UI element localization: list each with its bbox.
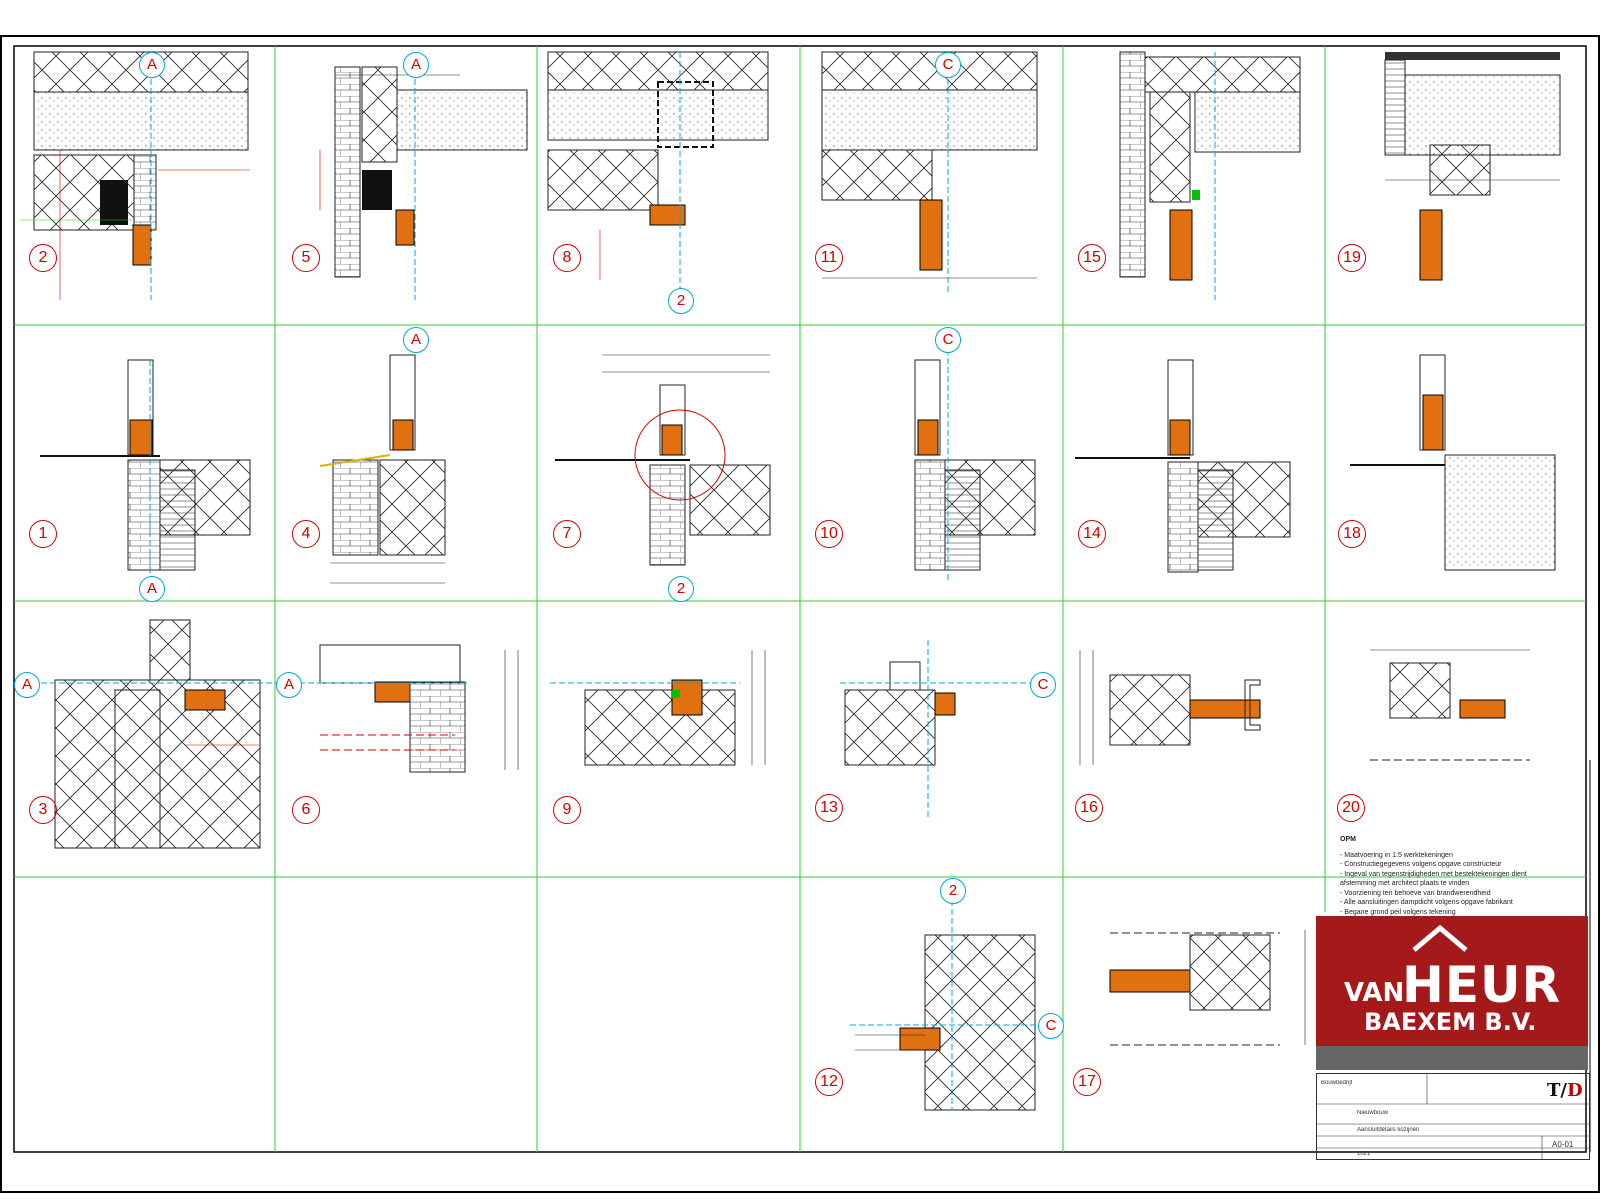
- architect-logo-t: T/: [1547, 1080, 1567, 1101]
- detail-number-15: 15: [1078, 244, 1106, 272]
- detail-number-1: 1: [29, 520, 57, 548]
- title-block: Bouwbedrijf Nieuwbouw Aansluitdetails ko…: [1316, 1073, 1590, 1160]
- axis-label-c: C: [1030, 672, 1056, 698]
- notes-heading: OPM: [1340, 836, 1356, 843]
- axis-label-2: 2: [940, 878, 966, 904]
- detail-number-11: 11: [815, 244, 843, 272]
- note-line: - Voorziening ten behoeve van brandweren…: [1340, 889, 1491, 897]
- detail-number-18: 18: [1338, 520, 1366, 548]
- title-sheet-number: A0-01: [1552, 1140, 1574, 1149]
- axis-label-a: A: [139, 576, 165, 602]
- axis-label-a: A: [276, 672, 302, 698]
- note-line: - Maatvoering in 1:5 werktekeningen: [1340, 851, 1453, 859]
- architect-logo-d: D: [1566, 1080, 1583, 1101]
- axis-label-a: A: [403, 52, 429, 78]
- detail-number-13: 13: [815, 794, 843, 822]
- axis-label-a: A: [403, 327, 429, 353]
- detail-number-5: 5: [292, 244, 320, 272]
- detail-number-3: 3: [29, 796, 57, 824]
- detail-number-17: 17: [1073, 1068, 1101, 1096]
- axis-label-c: C: [935, 327, 961, 353]
- detail-6-drawing: [290, 644, 519, 773]
- general-notes: OPM - Maatvoering in 1:5 werktekeningen …: [1340, 835, 1600, 917]
- title-block-grid: [1317, 1074, 1589, 1159]
- detail-10-drawing: [914, 340, 1036, 580]
- detail-number-10: 10: [815, 520, 843, 548]
- detail-number-4: 4: [292, 520, 320, 548]
- detail-4-drawing: [319, 354, 446, 584]
- detail-19-drawing: [1384, 52, 1561, 281]
- title-company: Bouwbedrijf: [1321, 1080, 1353, 1086]
- detail-11-drawing: [821, 51, 1038, 295]
- axis-label-a: A: [139, 52, 165, 78]
- note-line: - Begane grond peil volgens tekening: [1340, 908, 1456, 916]
- detail-number-19: 19: [1338, 244, 1366, 272]
- company-logo: VAN HEUR BAEXEM B.V.: [1316, 916, 1588, 1046]
- detail-13-drawing: [840, 640, 1035, 820]
- axis-label-2: 2: [668, 576, 694, 602]
- detail-5-drawing: [319, 52, 528, 300]
- logo-bar: [1316, 1046, 1588, 1070]
- detail-7-drawing: [555, 354, 771, 566]
- detail-12-drawing: [850, 900, 1050, 1111]
- detail-8-drawing: [547, 51, 769, 295]
- detail-number-7: 7: [553, 520, 581, 548]
- axis-label-2: 2: [668, 288, 694, 314]
- detail-number-2: 2: [29, 244, 57, 272]
- detail-number-12: 12: [815, 1068, 843, 1096]
- detail-number-20: 20: [1337, 794, 1365, 822]
- detail-number-9: 9: [553, 796, 581, 824]
- detail-3-drawing: [14, 619, 290, 849]
- note-line: - Ingeval van tegenstrijdigheden met bes…: [1340, 870, 1527, 878]
- detail-14-drawing: [1075, 359, 1291, 573]
- title-project: Nieuwbouw: [1357, 1110, 1389, 1116]
- detail-number-14: 14: [1078, 520, 1106, 548]
- detail-grid: [14, 46, 1586, 1152]
- detail-number-8: 8: [553, 244, 581, 272]
- note-line: afstemming met architect plaats te vinde…: [1340, 880, 1470, 887]
- detail-18-drawing: [1350, 354, 1556, 571]
- detail-20-drawing: [1370, 649, 1530, 761]
- detail-16-drawing: [1079, 650, 1261, 765]
- title-subject: Aansluitdetails kozijnen: [1357, 1127, 1420, 1133]
- sheet-border: [0, 35, 1600, 1193]
- logo-van: VAN: [1344, 978, 1405, 1008]
- axis-label-c: C: [935, 52, 961, 78]
- detail-9-drawing: [550, 650, 766, 766]
- logo-heur: HEUR: [1402, 956, 1562, 1014]
- detail-15-drawing: [1119, 51, 1301, 300]
- axis-label-c: C: [1038, 1013, 1064, 1039]
- detail-number-16: 16: [1075, 794, 1103, 822]
- logo-baexem: BAEXEM B.V.: [1364, 1008, 1537, 1036]
- note-line: - Constructiegegevens volgens opgave con…: [1340, 861, 1502, 868]
- architect-logo: T/D: [1547, 1080, 1583, 1101]
- detail-1-drawing: [40, 359, 251, 580]
- detail-number-6: 6: [292, 796, 320, 824]
- detail-17-drawing: [1109, 930, 1306, 1046]
- title-date: 2021: [1357, 1151, 1371, 1157]
- detail-2-drawing: [20, 51, 250, 300]
- note-line: - Alle aansluitingen dampdicht volgens o…: [1340, 899, 1513, 906]
- house-roof-icon: [1412, 924, 1468, 952]
- axis-label-a: A: [14, 672, 40, 698]
